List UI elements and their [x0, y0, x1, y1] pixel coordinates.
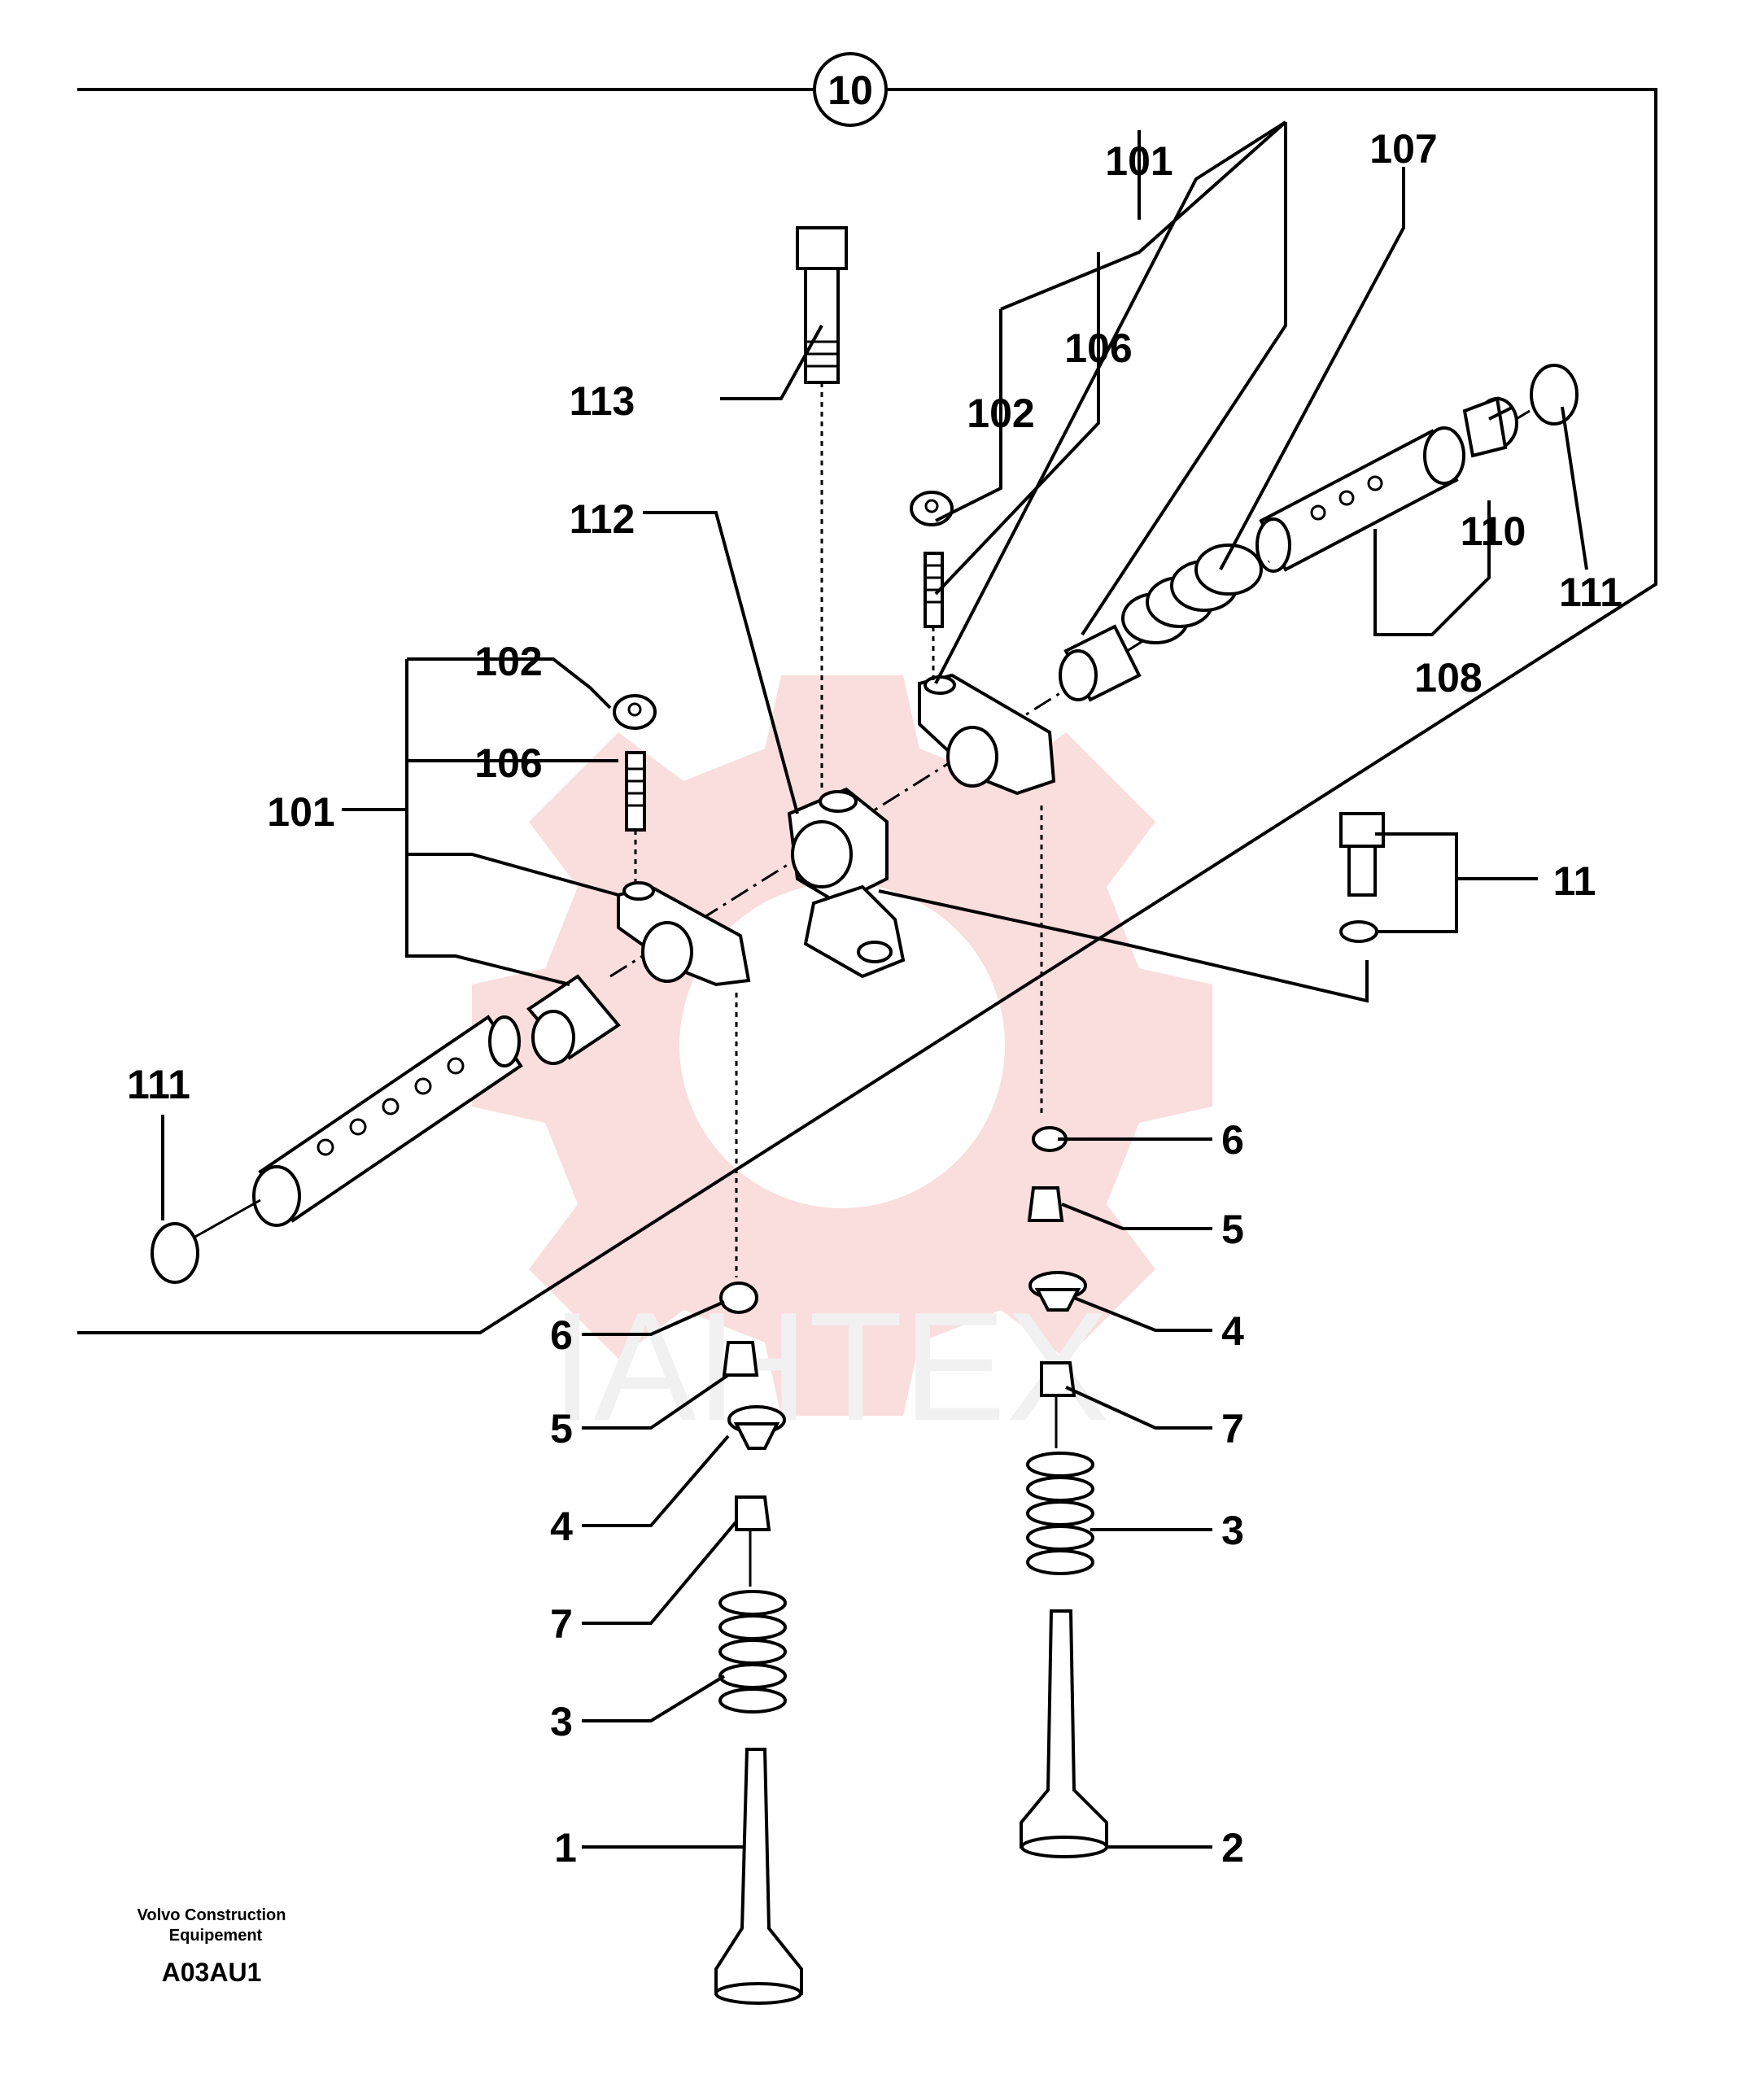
callout-5-right: 5 [1221, 1207, 1244, 1252]
nut-102-upper [910, 491, 954, 526]
adjust-screw-106-upper [924, 552, 944, 683]
footer-maker-line2: Equipement [169, 1927, 263, 1945]
rocker-arm-right [918, 673, 1056, 796]
callout-4-right: 4 [1221, 1308, 1244, 1354]
adjust-screw-106-lower [625, 751, 646, 887]
footer-code: A03AU1 [162, 1958, 262, 1987]
callout-11: 11 [1553, 858, 1596, 904]
rocker-arm-left [617, 881, 751, 987]
snap-ring-right [1509, 364, 1579, 426]
callout-5-left: 5 [550, 1406, 573, 1452]
rocker-bracket-112 [787, 787, 906, 979]
nut-102-lower [613, 694, 657, 730]
callout-113: 113 [570, 378, 635, 424]
callout-2: 2 [1221, 1825, 1244, 1871]
callout-101-left: 101 [267, 789, 334, 835]
callout-7-left: 7 [550, 1601, 573, 1647]
watermark-gear-hole [679, 883, 1005, 1208]
watermark-text: IAHTEX [551, 1281, 1109, 1453]
callout-107: 107 [1369, 126, 1437, 172]
callout-111-left: 111 [127, 1062, 190, 1107]
bushing-left [526, 974, 621, 1065]
callout-3-left: 3 [550, 1699, 573, 1744]
spring-107 [1121, 544, 1263, 644]
footer-maker-line1: Volvo Construction [138, 1906, 286, 1924]
snap-ring-left [151, 1198, 261, 1284]
callout-3-right: 3 [1221, 1508, 1244, 1553]
rocker-shaft-left [252, 1015, 523, 1227]
bolt-11 [1339, 812, 1385, 943]
callout-102-left: 102 [474, 639, 542, 684]
watermark-gear-shape [472, 675, 1212, 1416]
footer: Volvo Construction Equipement A03AU1 [138, 1906, 286, 1987]
callout-112: 112 [570, 496, 635, 542]
group-10-label: 10 [828, 68, 873, 113]
bushing-110 [1462, 396, 1518, 458]
callout-106-left: 106 [474, 740, 542, 786]
callout-6-left: 6 [550, 1312, 573, 1358]
callout-6-right: 6 [1221, 1117, 1244, 1163]
callout-111-right: 111 [1559, 570, 1622, 615]
callout-1: 1 [554, 1825, 577, 1871]
group-10-frame: 10 [77, 52, 1657, 1334]
bushing-right [1059, 624, 1142, 702]
watermark: IAHTEX [472, 675, 1212, 1453]
callout-106-top: 106 [1064, 325, 1132, 371]
callout-7-right: 7 [1221, 1406, 1244, 1452]
callout-102-top: 102 [967, 391, 1034, 436]
leader-lines [161, 120, 1588, 1849]
callout-101-top: 101 [1105, 138, 1172, 184]
callout-4-left: 4 [550, 1504, 573, 1549]
valve-train-left [714, 993, 803, 2005]
group-10-badge [813, 52, 888, 127]
callout-108: 108 [1414, 655, 1482, 701]
rocker-shaft-right [1255, 426, 1465, 573]
valve-train-right [1020, 806, 1108, 1858]
callout-110: 110 [1461, 509, 1526, 554]
